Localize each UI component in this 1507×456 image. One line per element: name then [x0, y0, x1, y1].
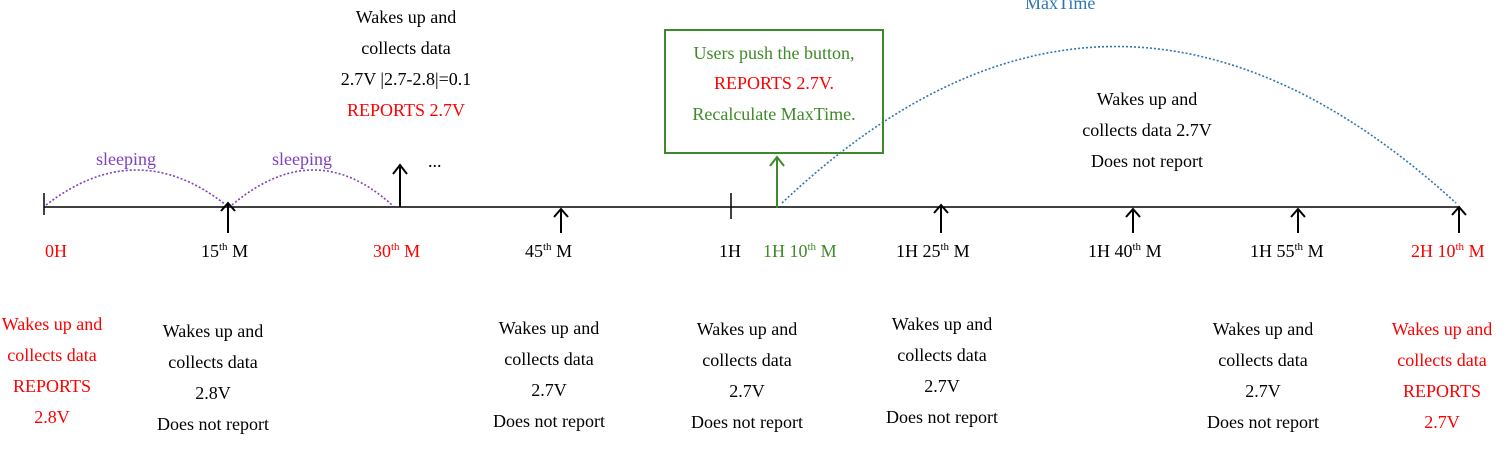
annotation-line: Wakes up and [498, 318, 600, 338]
callout-line: Recalculate MaxTime. [692, 104, 856, 124]
annotation-line: Does not report [493, 411, 605, 431]
annotation-line: 2.8V [34, 407, 70, 427]
annotation-report-line: REPORTS 2.7V [347, 100, 465, 120]
annotation-line: 2.7V |2.7-2.8|=0.1 [340, 69, 472, 89]
annotation-line: 2.8V [195, 383, 231, 403]
annotation-line: 2.7V [729, 381, 765, 401]
annotation-line: Wakes up and [696, 319, 798, 339]
annotation-line: Does not report [157, 414, 269, 434]
arrow-15th-m [220, 201, 236, 233]
annotation-line: collects data [7, 345, 97, 365]
arrow-30th-m [392, 163, 408, 207]
ellipsis-label: ... [428, 151, 442, 171]
tick-label-45th-m: 45th M [525, 241, 573, 261]
sleeping-arc-1 [45, 169, 227, 206]
annotation-line: collects data [897, 345, 987, 365]
callout-line: Users push the button, [693, 43, 855, 63]
arrow-45th-m [553, 207, 569, 233]
tick-label-30th-m: 30th M [373, 241, 421, 261]
maxtime-arc [781, 45, 1457, 204]
tick-label-1h-25th-m: 1H 25th M [896, 241, 970, 261]
bottom-annotation-0h: Wakes up and collects data REPORTS 2.8V [0, 309, 110, 433]
bottom-annotation-2h-10th-m: Wakes up and collects data REPORTS 2.7V [1380, 314, 1504, 438]
bottom-annotation-15th-m: Wakes up and collects data 2.8V Does not… [138, 316, 288, 440]
annotation-line: REPORTS [1403, 381, 1481, 401]
bottom-annotation-1h: Wakes up and collects data 2.7V Does not… [672, 314, 822, 438]
tick-label-1h-40th-m: 1H 40th M [1088, 241, 1162, 261]
sleeping-label-1: sleeping [96, 149, 156, 169]
annotation-line: Wakes up and [1212, 319, 1314, 339]
button-push-callout: Users push the button, REPORTS 2.7V. Rec… [664, 29, 884, 154]
annotation-line: REPORTS [13, 376, 91, 396]
annotation-line: collects data [361, 38, 451, 58]
annotation-line: Does not report [1207, 412, 1319, 432]
annotation-line: collects data [168, 352, 258, 372]
annotation-line: collects data [1397, 350, 1487, 370]
annotation-line: Wakes up and [1391, 319, 1493, 339]
arrow-1h10-button-push [769, 155, 785, 208]
annotation-line: Does not report [1091, 151, 1203, 171]
annotation-line: 2.7V [1245, 381, 1281, 401]
annotation-line: 2.7V [531, 380, 567, 400]
annotation-line: collects data [1218, 350, 1308, 370]
arrow-1h55 [1290, 207, 1306, 233]
sleeping-label-2: sleeping [272, 149, 332, 169]
bottom-annotation-1h-55th-m: Wakes up and collects data 2.7V Does not… [1188, 314, 1338, 438]
annotation-line: Wakes up and [355, 7, 457, 27]
annotation-line: Wakes up and [891, 314, 993, 334]
annotation-line: collects data 2.7V [1082, 120, 1212, 140]
arrow-1h25 [933, 203, 949, 233]
annotation-line: collects data [702, 350, 792, 370]
maxtime-label: MaxTime [1025, 0, 1096, 13]
annotation-1h40: Wakes up and collects data 2.7V Does not… [1062, 84, 1232, 177]
annotation-line: Does not report [886, 407, 998, 427]
tick-label-0h: 0H [45, 241, 67, 261]
annotation-line: Wakes up and [1, 314, 103, 334]
tick-label-1h: 1H [719, 241, 741, 261]
annotation-line: 2.7V [924, 376, 960, 396]
annotation-30th-m: Wakes up and collects data 2.7V |2.7-2.8… [326, 2, 486, 126]
tick-label-2h-10th-m: 2H 10th M [1411, 241, 1485, 261]
callout-report-line: REPORTS 2.7V. [713, 73, 835, 93]
tick-label-1h-10th-m: 1H 10th M [763, 241, 837, 261]
tick-label-1h-55th-m: 1H 55th M [1250, 241, 1324, 261]
annotation-line: collects data [504, 349, 594, 369]
tick-label-15th-m: 15th M [201, 241, 249, 261]
bottom-annotation-45th-m: Wakes up and collects data 2.7V Does not… [474, 313, 624, 437]
annotation-line: Wakes up and [1096, 89, 1198, 109]
arrow-1h40 [1125, 207, 1141, 233]
sleeping-arc-2 [231, 169, 393, 206]
annotation-line: Wakes up and [162, 321, 264, 341]
annotation-line: 2.7V [1424, 412, 1460, 432]
annotation-line: Does not report [691, 412, 803, 432]
arrow-2h10 [1451, 205, 1467, 233]
bottom-annotation-1h-25th-m: Wakes up and collects data 2.7V Does not… [867, 309, 1017, 433]
